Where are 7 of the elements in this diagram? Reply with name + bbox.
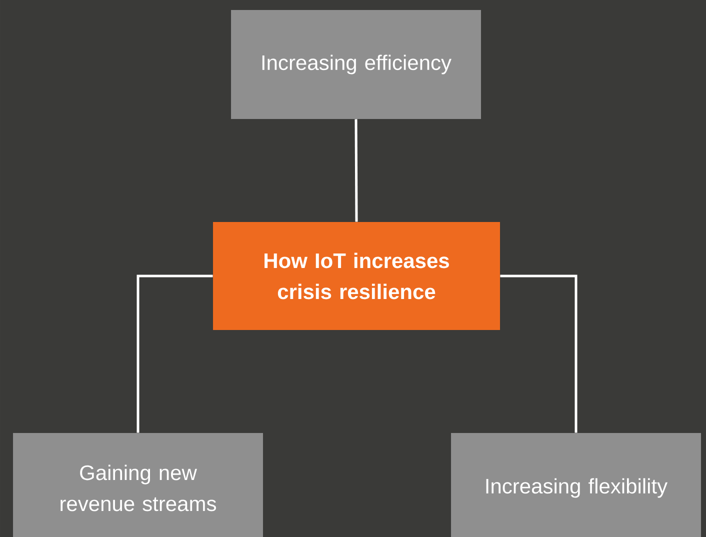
topic-box: How IoT increases crisis resilience	[213, 222, 500, 330]
connector-line	[136, 274, 213, 433]
aspect-box: Increasing efficiency	[231, 10, 481, 119]
connector-line	[354, 119, 358, 222]
connector-line	[500, 274, 578, 433]
aspect-box: Increasing flexibility	[451, 432, 701, 537]
aspect-box: Gaining new revenue streams	[13, 432, 263, 537]
